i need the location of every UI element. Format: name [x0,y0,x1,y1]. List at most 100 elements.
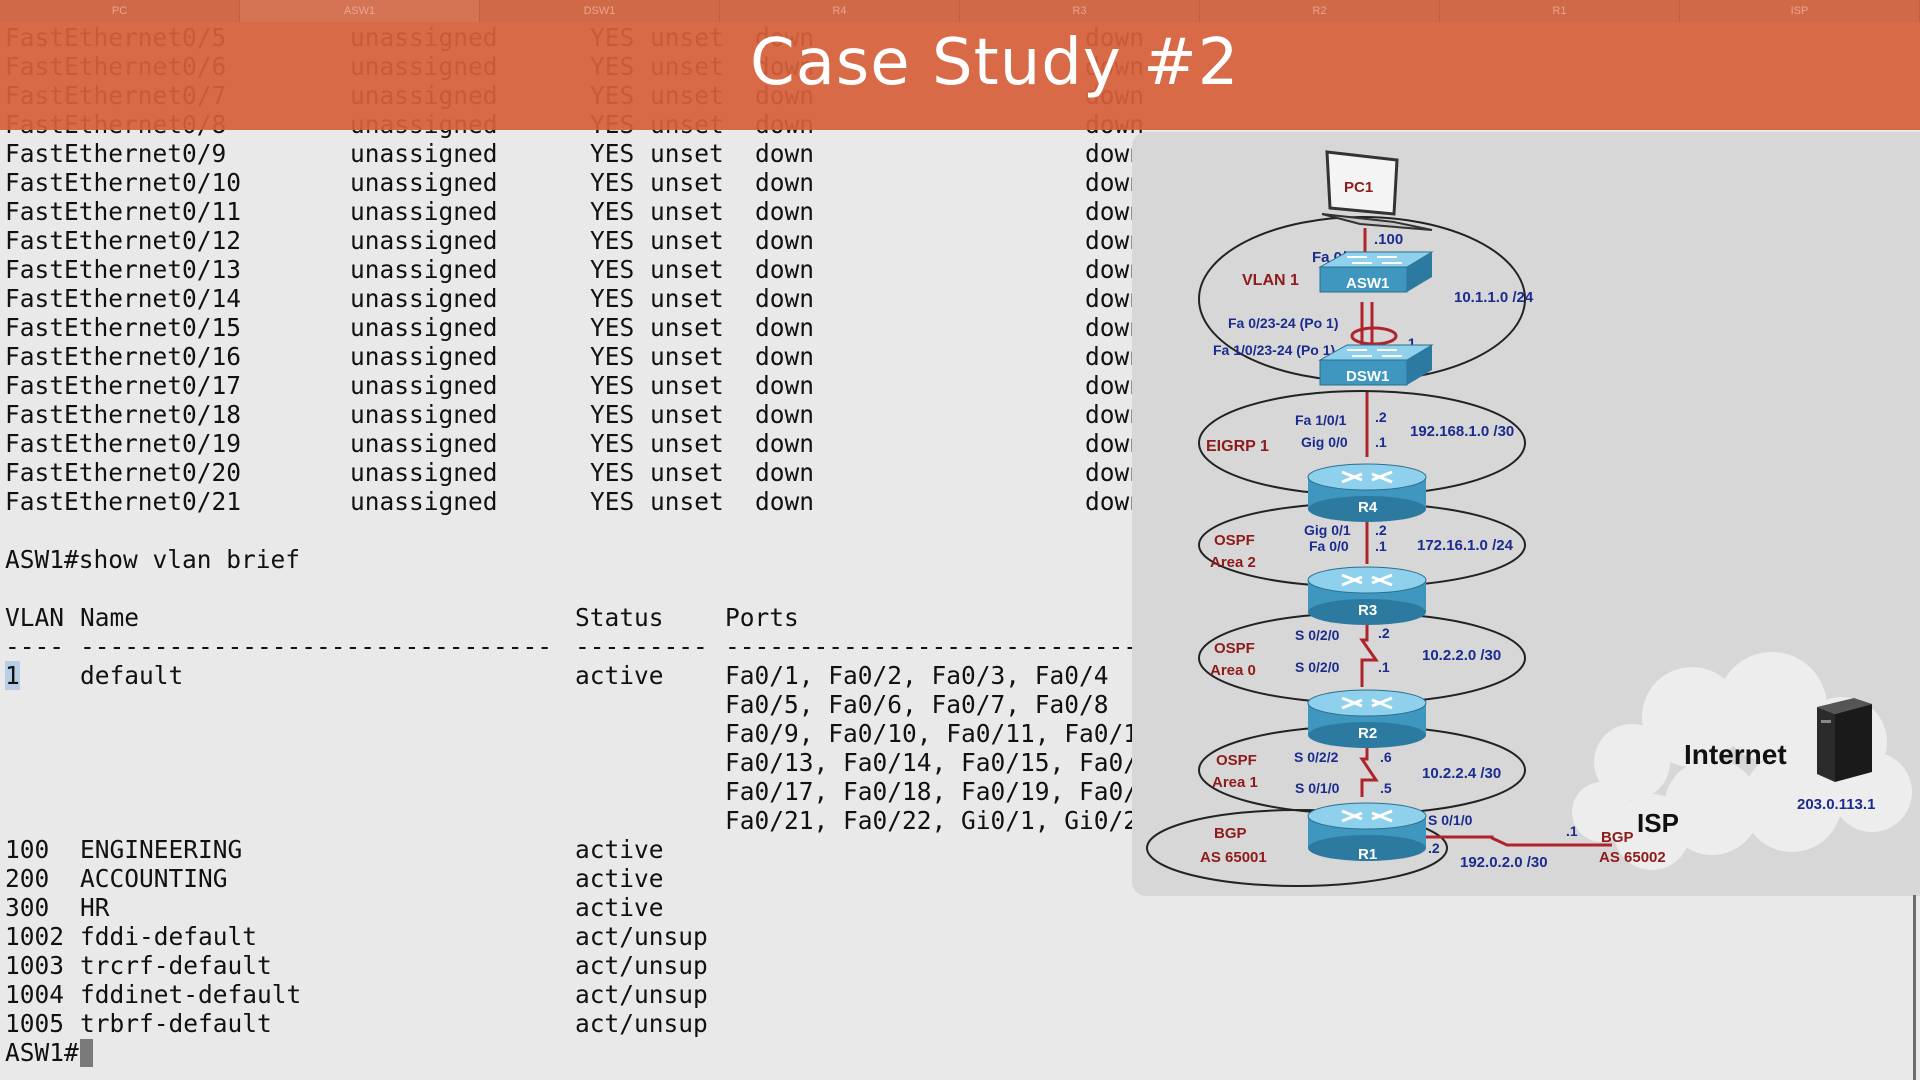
r2-r1-serial-link [1359,742,1379,797]
r2-s020-ip-label: .1 [1378,659,1390,675]
prompt-line: ASW1# [0,1038,1130,1067]
device-tab[interactable]: R1 [1440,0,1680,22]
r3-router-icon[interactable] [1307,566,1427,625]
interface-ok: YES [590,284,635,313]
r4-gig01-label: Gig 0/1 [1304,522,1351,538]
eigrp-subnet-label: 192.168.1.0 /30 [1410,423,1514,440]
ospf-area2-label-line1: OSPF [1214,532,1255,549]
vlan-ports: Fa0/9, Fa0/10, Fa0/11, Fa0/12 [725,719,1153,748]
interface-method: unset [650,458,724,487]
device-tab[interactable]: DSW1 [480,0,720,22]
r2-s022-label: S 0/2/2 [1294,749,1339,765]
terminal-scrollbar[interactable] [1913,895,1916,1080]
interface-ip: unassigned [350,255,498,284]
device-tab[interactable]: ISP [1680,0,1920,22]
vlan-id: 1002 [5,922,65,951]
ospf-area1-label-line2: Area 1 [1212,774,1258,791]
interface-status: down [755,255,815,284]
r3-fa00-label: Fa 0/0 [1309,538,1349,554]
vlan-ports-continuation: Fa0/21, Fa0/22, Gi0/1, Gi0/2 [0,806,1138,835]
interface-ok: YES [590,487,635,516]
interface-status: down [755,429,815,458]
internet-server-icon[interactable] [1817,698,1872,782]
ospf-area2-subnet-label: 172.16.1.0 /24 [1417,537,1514,554]
interface-ok: YES [590,371,635,400]
interface-ip: unassigned [350,487,498,516]
interface-ip: unassigned [350,284,498,313]
vlan-ports: Fa0/5, Fa0/6, Fa0/7, Fa0/8 [725,690,1109,719]
device-tab[interactable]: R2 [1200,0,1440,22]
r4-router-icon[interactable] [1307,463,1427,522]
po1-asw1-label: Fa 0/23-24 (Po 1) [1228,315,1339,331]
device-tab[interactable]: R4 [720,0,960,22]
interface-ok: YES [590,313,635,342]
po1-dsw1-label: Fa 1/0/23-24 (Po 1) [1213,342,1335,358]
interface-status: down [755,168,815,197]
interface-method: unset [650,487,724,516]
isp-label: ISP [1637,808,1679,838]
device-tab[interactable]: PC [0,0,240,22]
interface-name: FastEthernet0/17 [5,371,242,400]
r1-s010-wan-label: S 0/1/0 [1428,812,1473,828]
r1-s010-label: S 0/1/0 [1295,780,1340,796]
vlan-ports-continuation: Fa0/13, Fa0/14, Fa0/15, Fa0/16 [0,748,1168,777]
vlan-name: trcrf-default [80,951,272,980]
vlan-ports-continuation: Fa0/17, Fa0/18, Fa0/19, Fa0/20 [0,777,1168,806]
vlan-id: 1 [5,661,20,690]
pc1-laptop-icon[interactable] [1321,150,1433,231]
device-tab[interactable]: R3 [960,0,1200,22]
vlan-name: ENGINEERING [80,835,243,864]
server-ip-label: 203.0.113.1 [1797,796,1875,813]
interface-method: unset [650,255,724,284]
asw1-switch-icon[interactable] [1318,251,1434,293]
r4-gig00-label: Gig 0/0 [1301,434,1348,450]
interface-method: unset [650,284,724,313]
r2-s020-label: S 0/2/0 [1295,659,1340,675]
dsw1-switch-icon[interactable] [1318,344,1434,386]
r1-router-icon[interactable] [1307,802,1427,861]
dsw1-port-label: Fa 1/0/1 [1295,412,1347,428]
interface-method: unset [650,342,724,371]
vlan-ports: Fa0/13, Fa0/14, Fa0/15, Fa0/16 [725,748,1168,777]
vlan-name: HR [80,893,110,922]
dsw1-po-ip-label: .1 [1404,335,1416,351]
interface-method: unset [650,429,724,458]
r2-label: R2 [1358,725,1377,742]
interface-name: FastEthernet0/10 [5,168,242,197]
ospf-area2-label-line2: Area 2 [1210,554,1256,571]
vlan-name: fddinet-default [80,980,302,1009]
r3-s020-ip-label: .2 [1378,625,1390,641]
vlan-status: act/unsup [575,1009,708,1038]
eigrp-label: EIGRP 1 [1206,438,1269,455]
bgp-as65001-ellipse [1146,809,1448,887]
r2-router-icon[interactable] [1307,689,1427,748]
interface-ok: YES [590,168,635,197]
vlan-ports: Fa0/1, Fa0/2, Fa0/3, Fa0/4 [725,661,1109,690]
name-col-header: Name [80,603,140,632]
interface-ok: YES [590,226,635,255]
vlan-col-header: VLAN [5,603,65,632]
interface-name: FastEthernet0/11 [5,197,242,226]
interface-name: FastEthernet0/14 [5,284,242,313]
interface-ip: unassigned [350,429,498,458]
interface-ip: unassigned [350,139,498,168]
vlan-id: 100 [5,835,50,864]
r4-gig01-ip-label: .2 [1375,522,1387,538]
separator: ------------------------------- [725,632,1183,661]
vlan1-subnet-label: 10.1.1.0 /24 [1454,289,1534,306]
interface-ip: unassigned [350,458,498,487]
interface-ok: YES [590,197,635,226]
device-tab[interactable]: ASW1 [240,0,480,22]
interface-name: FastEthernet0/9 [5,139,227,168]
network-topology-diagram: PC1 .100 Fa 0/1 VLAN 1 ASW1 10.1.1.0 /24… [1132,132,1920,896]
